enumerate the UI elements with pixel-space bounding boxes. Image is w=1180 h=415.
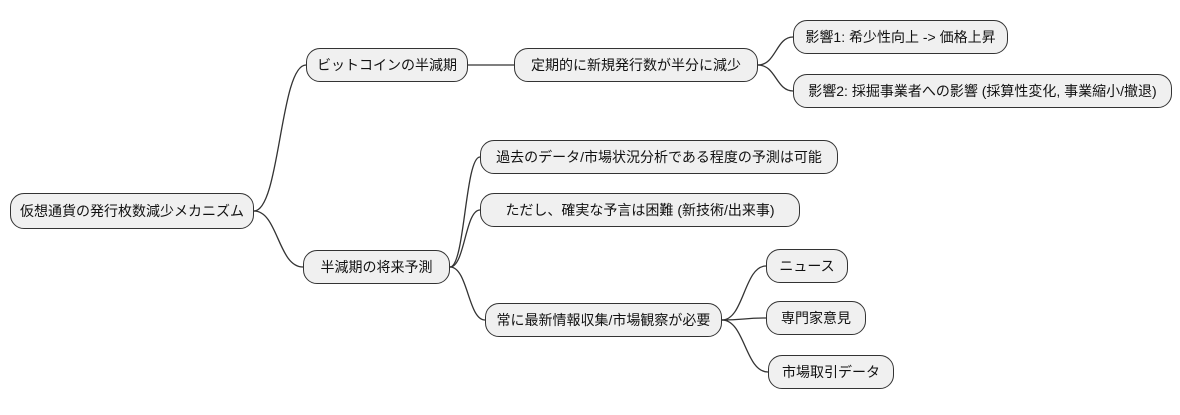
node-effect1-scarcity-price: 影響1: 希少性向上 -> 価格上昇 <box>793 20 1008 54</box>
node-news: ニュース <box>766 249 848 283</box>
link-future-pastdata <box>449 156 481 268</box>
node-past-data-analysis: 過去のデータ/市場状況分析である程度の予測は可能 <box>480 140 838 174</box>
link-periodic-effect1 <box>757 36 794 66</box>
link-periodic-effect2 <box>757 64 794 92</box>
link-alwaysinfo-expert <box>721 317 767 321</box>
link-alwaysinfo-marketdata <box>721 319 769 373</box>
link-future-alwaysinfo <box>449 266 486 321</box>
link-future-however <box>449 209 481 268</box>
node-certain-prediction-difficult: ただし、確実な予言は困難 (新技術/出来事) <box>480 193 800 227</box>
node-constant-info-gathering: 常に最新情報収集/市場観察が必要 <box>485 303 722 337</box>
node-root: 仮想通貨の発行枚数減少メカニズム <box>10 193 254 229</box>
node-expert-opinion: 専門家意見 <box>766 301 866 335</box>
node-market-trading-data: 市場取引データ <box>768 355 894 389</box>
node-periodic-issuance-halves: 定期的に新規発行数が半分に減少 <box>514 48 758 82</box>
link-root-future <box>253 210 304 268</box>
link-alwaysinfo-news <box>721 265 767 321</box>
node-effect2-miners-impact: 影響2: 採掘事業者への影響 (採算性変化, 事業縮小/撤退) <box>793 74 1172 108</box>
link-root-bitcoin <box>253 64 307 212</box>
node-future-prediction: 半減期の将来予測 <box>303 250 450 284</box>
node-bitcoin-halving: ビットコインの半減期 <box>306 48 468 82</box>
